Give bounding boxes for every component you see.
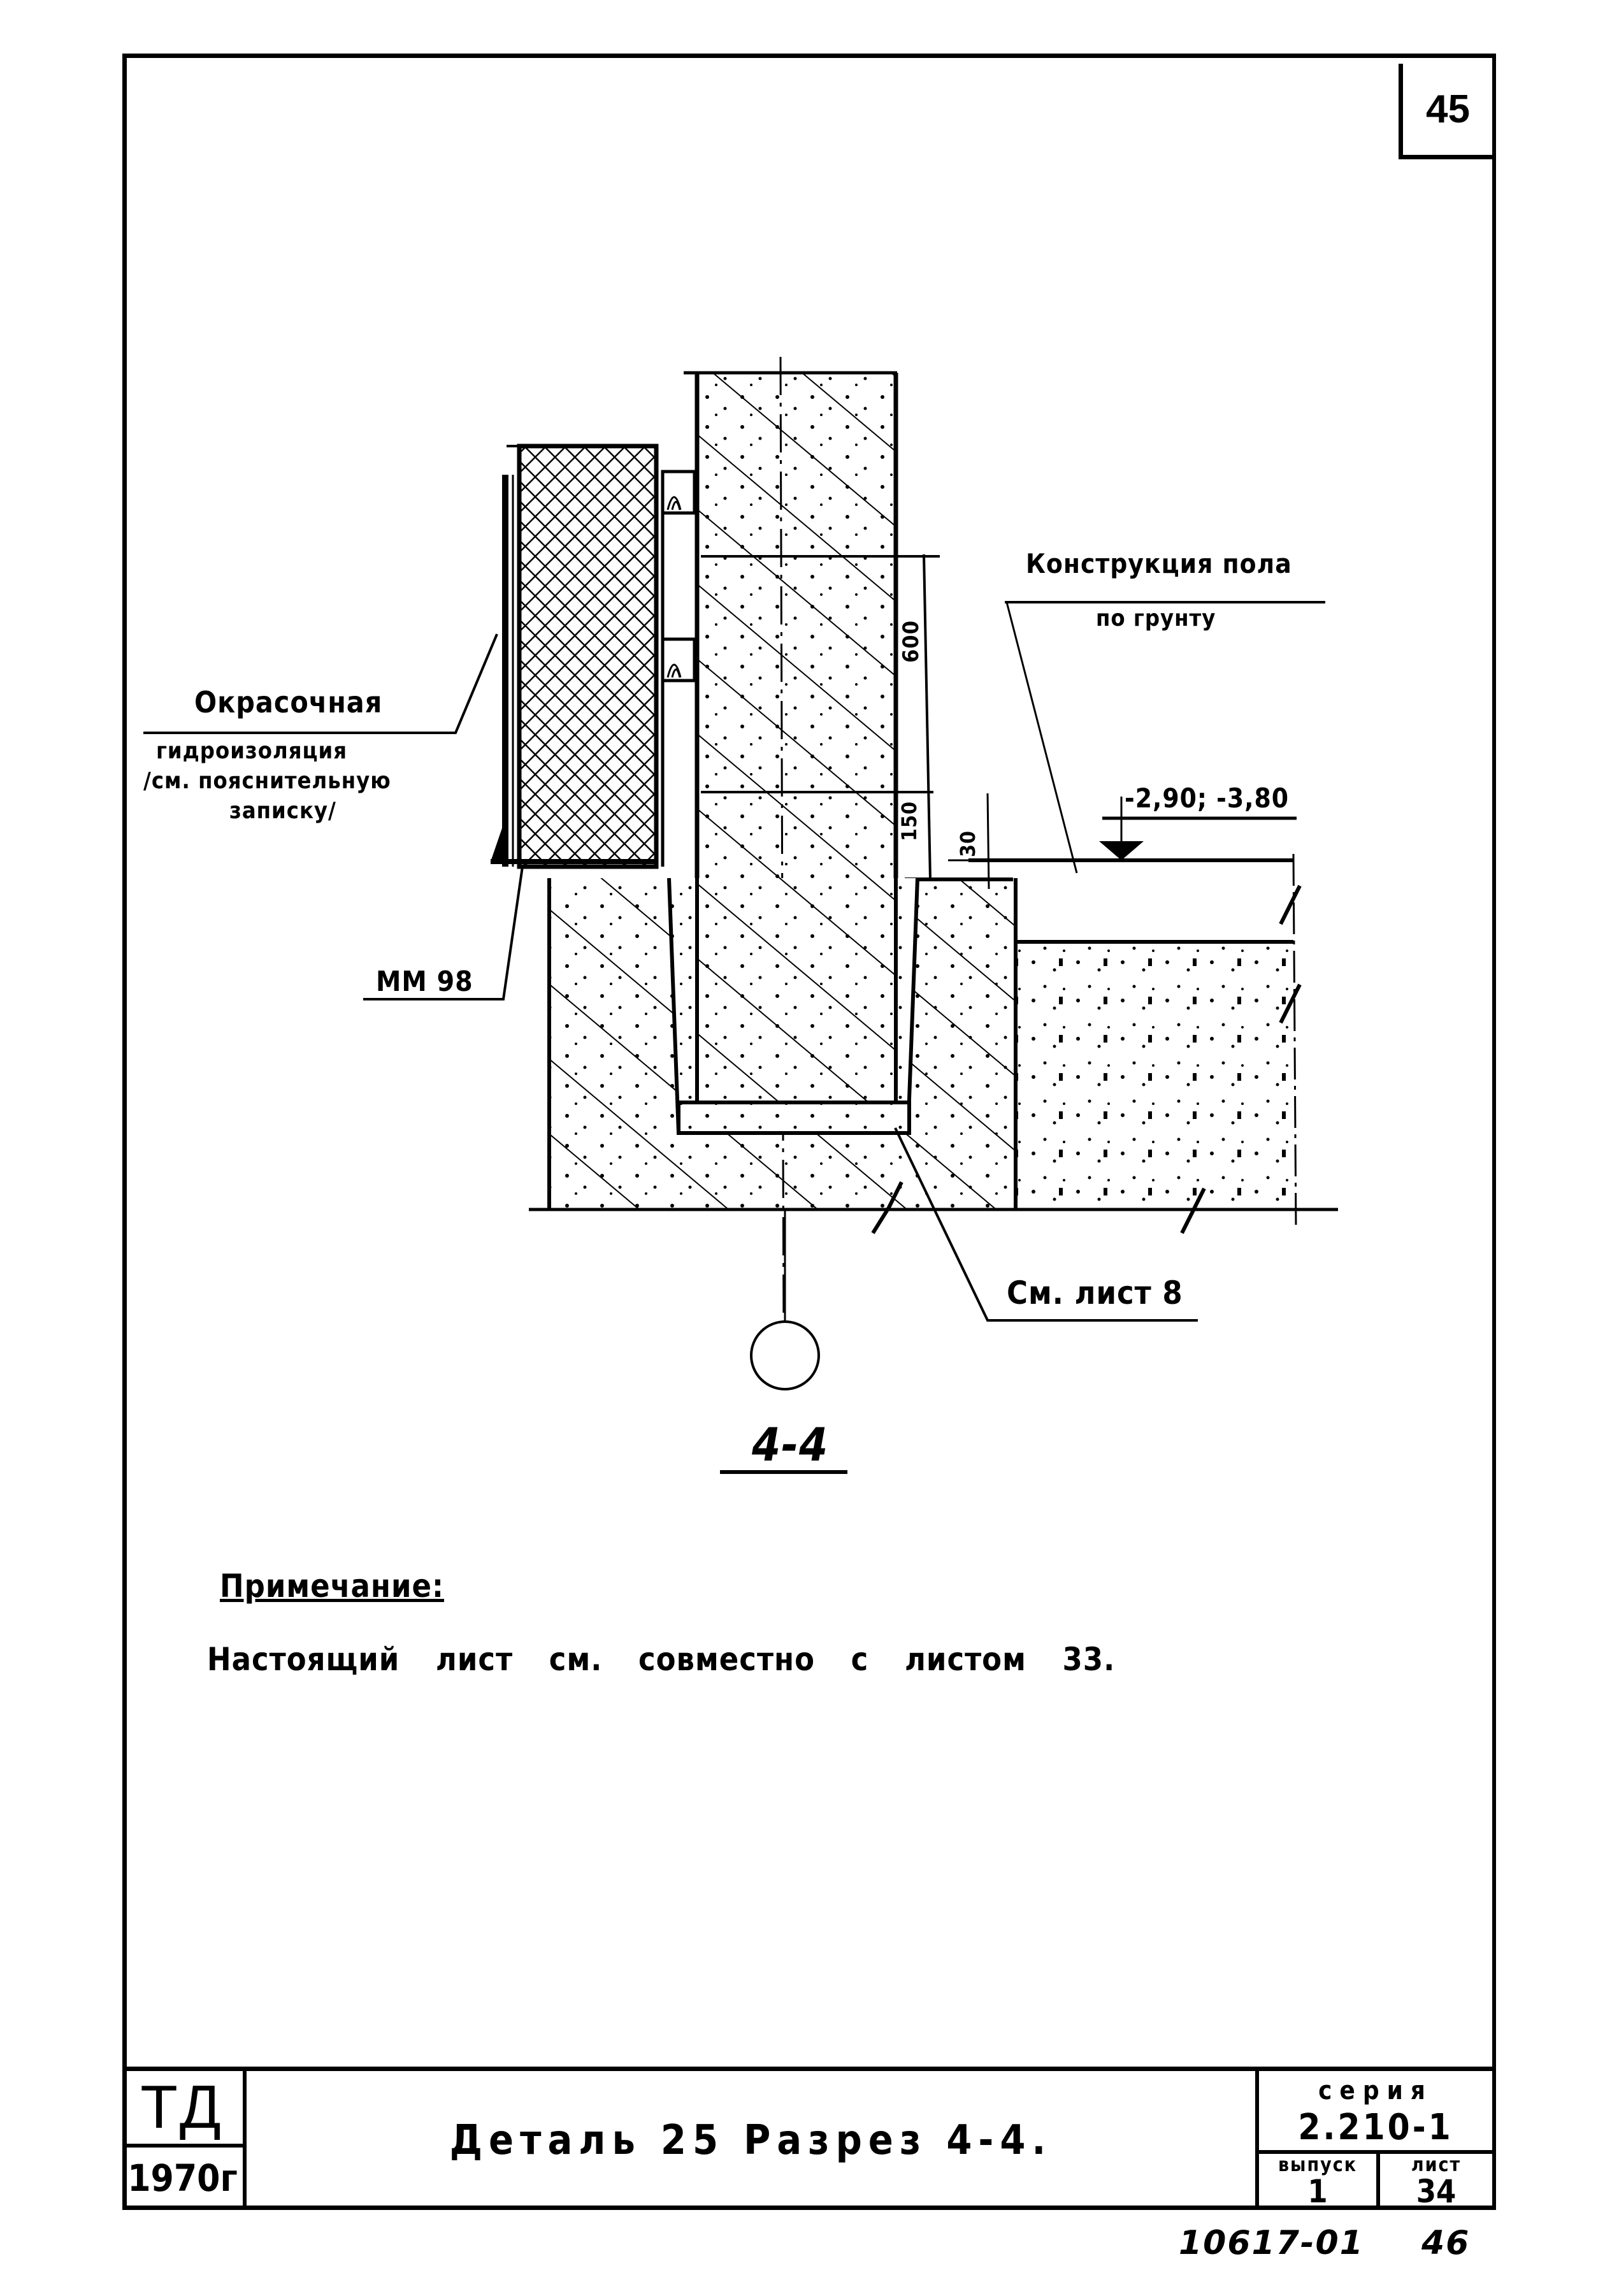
- note-title: Примечание:: [220, 1568, 444, 1605]
- issue-value: 1: [1307, 2173, 1328, 2210]
- title-block-issue: выпуск 1: [1259, 2154, 1380, 2210]
- label-floor-construction-2: по грунту: [1096, 605, 1216, 632]
- label-elevation: -2,90; -3,80: [1125, 783, 1290, 814]
- title-block-right: [1255, 2067, 1496, 2210]
- dimension-lines: [701, 554, 1007, 890]
- label-painted-waterproofing-2: гидроизоляция: [156, 738, 348, 764]
- dimension-600: 600: [898, 620, 924, 663]
- drawing-frame: [122, 54, 1496, 2210]
- label-painted-waterproofing-1: Окрасочная: [194, 685, 383, 719]
- label-painted-waterproofing-4: записку/: [229, 798, 336, 824]
- title-block-year: 1970г: [127, 2156, 238, 2200]
- foundation-block: [529, 877, 1338, 1234]
- section-marker: [720, 1211, 847, 1474]
- label-painted-waterproofing-3: /см. пояснительную: [143, 768, 391, 794]
- archive-stamp: 10617-01 46: [1179, 2224, 1470, 2262]
- title-block-title: Деталь 25 Разрез 4-4.: [449, 2117, 1053, 2164]
- floor-on-ground: [968, 797, 1302, 1234]
- label-mark-mm: ММ 98: [376, 965, 473, 998]
- title-block-series: серия 2.210-1: [1259, 2071, 1492, 2154]
- title-block-sheet: лист 34: [1380, 2154, 1492, 2210]
- series-label: серия: [1318, 2076, 1433, 2105]
- section-label: 4-4: [752, 1418, 829, 1471]
- dimension-150: 150: [897, 800, 921, 841]
- label-floor-construction-1: Конструкция пола: [1026, 548, 1292, 579]
- title-block-org-column: [122, 2067, 247, 2210]
- stamp-page: 46: [1421, 2224, 1471, 2262]
- dimension-30: 30: [956, 830, 980, 857]
- title-block-org: ТД: [122, 2071, 243, 2148]
- stamp-code: 10617-01: [1179, 2224, 1364, 2262]
- note-text: Настоящий лист см. совместно с листом 33…: [207, 1641, 1116, 1678]
- corner-sheet-number: 45: [1399, 64, 1493, 159]
- sheet-label: лист: [1411, 2154, 1462, 2176]
- insulation-panel: [491, 444, 696, 869]
- series-value: 2.210-1: [1298, 2107, 1453, 2148]
- issue-label: выпуск: [1277, 2154, 1358, 2176]
- title-block: [122, 2067, 1496, 2210]
- label-see-sheet-8: См. лист 8: [1007, 1274, 1183, 1311]
- sheet-value: 34: [1416, 2173, 1457, 2210]
- leader-lines: [143, 601, 1325, 1322]
